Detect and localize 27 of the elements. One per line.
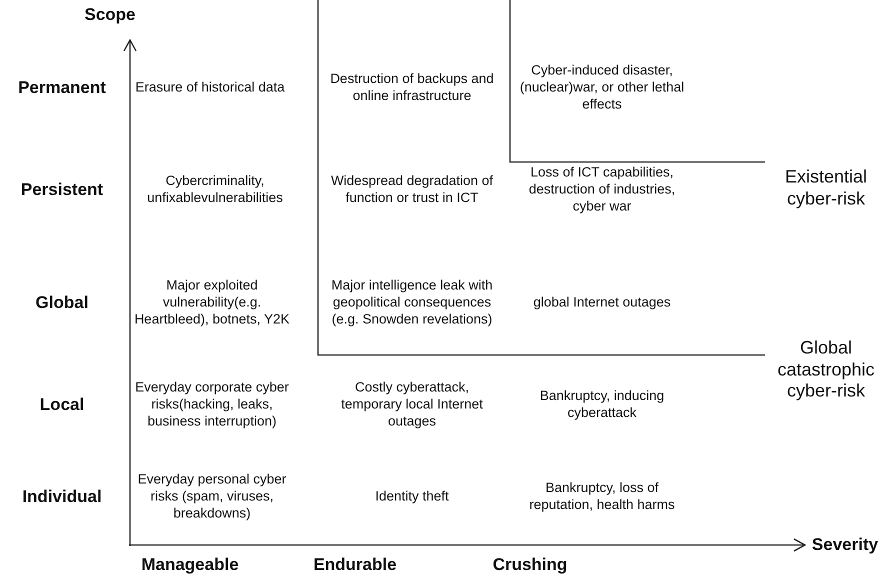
risk-description: Costly cyberattack, temporary local Internet outages (340, 380, 484, 430)
region-label: Existential cyber-risk (784, 166, 868, 210)
axis-title: Scope (83, 5, 137, 25)
risk-description: Identity theft (374, 488, 450, 506)
axis-title: Severity (810, 535, 880, 555)
row-label: Permanent (17, 78, 107, 98)
region-label: Global catastrophic cyber-risk (776, 338, 876, 402)
risk-description: Erasure of historical data (134, 80, 286, 96)
row-label: Persistent (20, 180, 104, 200)
risk-description: Loss of ICT capabilities, destruction of industries, cyber war (528, 164, 676, 216)
risk-description: Major exploited vulnerability(e.g. Heartbleed), botnets, Y2K (133, 278, 291, 328)
row-label: Local (38, 395, 86, 415)
risk-description: Widespread degradation of function or trust in ICT (330, 173, 494, 207)
risk-description: Cyber-induced disaster, (nuclear)war, or other lethal effects (518, 62, 686, 114)
risk-description: global Internet outages (532, 294, 672, 312)
row-label: Individual (21, 487, 103, 507)
column-label: Crushing (492, 555, 568, 575)
risk-description: Destruction of backups and online infrastructure (329, 71, 495, 105)
column-label: Manageable (140, 555, 240, 575)
risk-description: Major intelligence leak with geopolitical consequences (e.g. Snowden revelations) (330, 278, 494, 328)
column-label: Endurable (312, 555, 398, 575)
risk-description: Everyday personal cyber risks (spam, viruses, breakdowns) (136, 472, 288, 522)
risk-description: Cybercriminality, unfixablevulnerabilities (146, 173, 284, 207)
risk-description: Bankruptcy, inducing cyberattack (538, 388, 666, 422)
risk-description: Everyday corporate cyber risks(hacking, leaks, business interruption) (134, 380, 290, 430)
risk-description: Bankruptcy, loss of reputation, health harms (528, 480, 676, 514)
row-label: Global (34, 293, 90, 313)
